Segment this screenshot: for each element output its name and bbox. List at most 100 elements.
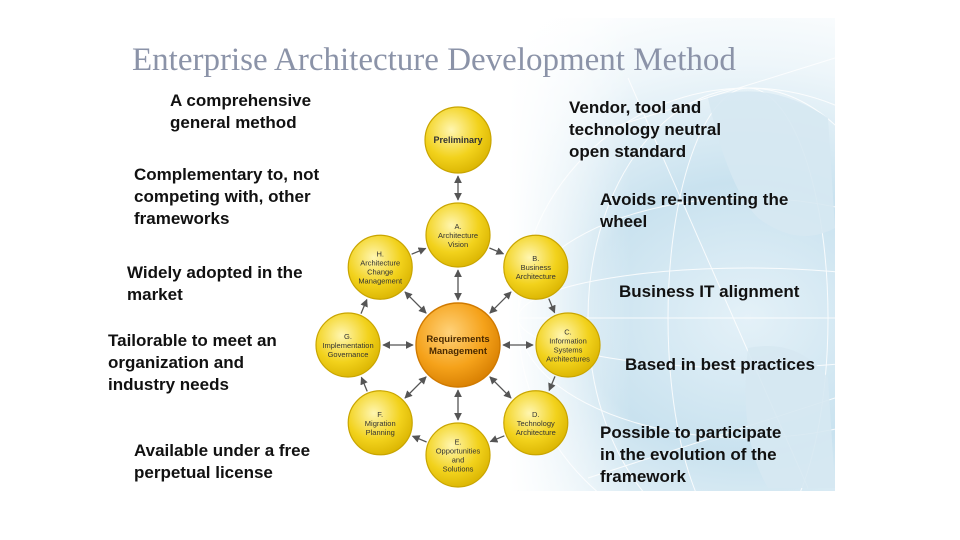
node-label: and [452,456,465,465]
note-line: Complementary to, not [134,165,320,184]
note-line: market [127,285,183,304]
ring-arrow [489,435,505,443]
node-preliminary: Preliminary [424,106,492,174]
node-label: Architecture [516,428,556,437]
spoke-arrow [489,291,512,314]
node-label: A. [454,222,461,231]
cycle-arrows [360,175,556,443]
node-circle [503,234,569,300]
node-label: Architecture [438,231,478,240]
note-tailorable: Tailorable to meet an organization and ind… [108,330,277,396]
spoke-arrow [404,291,427,314]
note-line: frameworks [134,209,230,228]
note-line: industry needs [108,375,229,394]
node-label: C. [564,328,572,337]
note-line: Vendor, tool and [569,98,702,117]
node-circle [425,202,491,268]
note-line: Business IT alignment [619,282,800,301]
ring-arrow [489,247,505,255]
note-line: Avoids re-inventing the [600,190,789,209]
node-label: Management [429,346,488,357]
note-line: A comprehensive [170,91,312,110]
node-label: Preliminary [433,135,482,145]
node-circle [415,302,501,388]
spoke-arrow [489,376,512,399]
node-label: Architectures [546,355,590,364]
note-line: open standard [569,142,687,161]
globe-background [517,57,835,491]
node-label: Systems [554,346,583,355]
note-line: competing with, other [134,187,311,206]
node-label: Information [549,337,587,346]
node-label: D. [532,410,540,419]
note-line: wheel [600,212,648,231]
adm-cycle-diagram: PreliminaryA.ArchitectureVisionB.Busines… [315,106,601,488]
node-label: Planning [366,428,395,437]
note-comprehensive: A comprehensive general method [170,90,311,134]
note-complementary: Complementary to, not competing with, oth… [134,164,319,230]
note-free-license: Available under a free perpetual license [134,440,310,484]
note-line: Possible to participate [600,423,782,442]
note-line: Based in best practices [625,355,815,374]
note-line: technology neutral [569,120,722,139]
node-label: Migration [365,419,396,428]
ring-arrow [360,376,368,392]
node-label: Governance [328,350,369,359]
note-line: Widely adopted in the [127,263,303,282]
node-label: Implementation [322,341,373,350]
note-line: framework [600,467,686,486]
note-business-it: Business IT alignment [619,281,799,303]
note-line: general method [170,113,297,132]
ring-arrow [360,298,368,314]
note-line: perpetual license [134,463,273,482]
node-label: F. [377,410,383,419]
node-circle [347,234,413,300]
node-circle [503,390,569,456]
slide: Enterprise Architecture Development Meth… [108,18,835,491]
ring-arrow [548,376,556,392]
ring-arrow [411,247,427,255]
node-label: Requirements [426,334,489,345]
note-reinventing: Avoids re-inventing the wheel [600,189,788,233]
note-widely-adopted: Widely adopted in the market [127,262,303,306]
node-label: Architecture [360,259,400,268]
node-circle [347,390,413,456]
node-circle [535,312,601,378]
ring-arrow [411,435,427,443]
note-best-practices: Based in best practices [625,354,815,376]
node-label: E. [454,438,461,447]
page-title: Enterprise Architecture Development Meth… [132,42,736,78]
note-line: organization and [108,353,244,372]
node-label: Technology [517,419,555,428]
note-line: in the evolution of the [600,445,777,464]
spoke-arrow [404,376,427,399]
ring-arrow [548,298,556,314]
note-line: Tailorable to meet an [108,331,277,350]
node-label: Architecture [516,272,556,281]
node-label: G. [344,332,352,341]
node-label: Solutions [443,465,474,474]
node-label: Change [367,268,393,277]
node-label: Business [521,263,552,272]
node-label: Opportunities [436,447,481,456]
note-vendor-neutral: Vendor, tool and technology neutral open s… [569,97,721,163]
note-line: Available under a free [134,441,311,460]
node-circle [425,422,491,488]
note-participate: Possible to participate in the evolution … [600,422,781,488]
cycle-nodes: PreliminaryA.ArchitectureVisionB.Busines… [315,106,601,488]
node-circle [315,312,381,378]
node-label: Management [358,277,403,286]
node-label: B. [532,254,539,263]
node-label: Vision [448,240,468,249]
node-circle [424,106,492,174]
node-label: H. [376,250,384,259]
